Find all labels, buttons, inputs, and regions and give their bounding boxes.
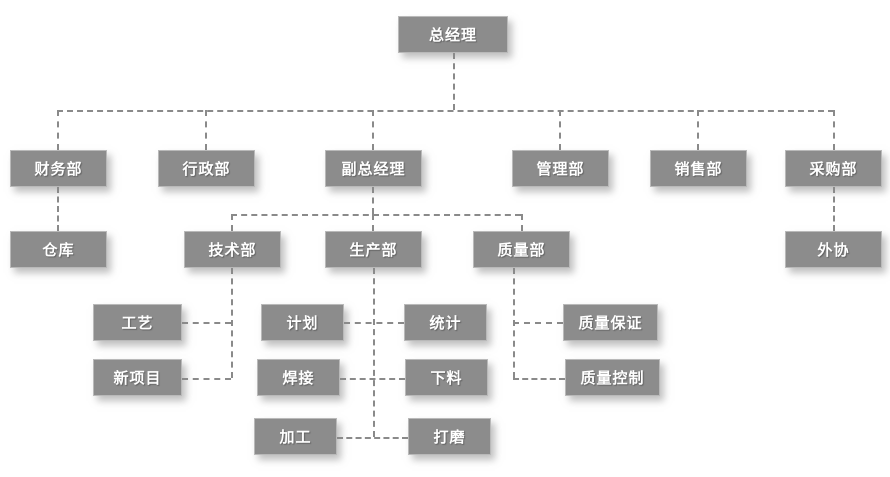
connector-prod-row1 <box>344 322 404 324</box>
org-node-grinding[interactable]: 打磨 <box>408 418 491 455</box>
connector-technical-newproj <box>182 378 231 380</box>
connector-gm-drop <box>453 53 455 110</box>
org-node-purchasing[interactable]: 采购部 <box>785 150 882 187</box>
org-node-outsourcing[interactable]: 外协 <box>785 231 882 268</box>
org-node-gm[interactable]: 总经理 <box>398 16 508 53</box>
connector-drop-management <box>559 110 561 150</box>
org-node-planning[interactable]: 计划 <box>261 304 344 341</box>
org-node-sales[interactable]: 销售部 <box>650 150 747 187</box>
connector-drop-finance <box>57 110 59 150</box>
connector-level1-bus <box>57 110 834 112</box>
org-node-deputy_gm[interactable]: 副总经理 <box>325 150 422 187</box>
org-node-qa[interactable]: 质量保证 <box>563 304 658 341</box>
connector-purchase-outsource <box>833 187 835 231</box>
connector-drop-deputy <box>372 110 374 150</box>
org-node-production[interactable]: 生产部 <box>325 231 422 268</box>
connector-technical-stem <box>231 268 233 378</box>
org-node-technical[interactable]: 技术部 <box>184 231 281 268</box>
org-node-machining[interactable]: 加工 <box>254 418 337 455</box>
connector-prod-row3 <box>337 437 408 439</box>
org-node-management[interactable]: 管理部 <box>512 150 609 187</box>
connector-prod-row2 <box>340 378 405 380</box>
connector-quality-qc <box>513 378 565 380</box>
connector-quality-qa <box>513 322 563 324</box>
org-node-welding[interactable]: 焊接 <box>257 359 340 396</box>
org-node-new_project[interactable]: 新项目 <box>93 359 182 396</box>
connector-technical-process <box>182 322 231 324</box>
connector-drop-admin <box>205 110 207 150</box>
org-node-admin[interactable]: 行政部 <box>158 150 255 187</box>
connector-drop-sales <box>697 110 699 150</box>
connector-drop-technical <box>231 214 233 231</box>
connector-deputy-drop <box>372 187 374 214</box>
org-node-cutting[interactable]: 下料 <box>405 359 488 396</box>
org-node-quality[interactable]: 质量部 <box>473 231 570 268</box>
org-node-finance[interactable]: 财务部 <box>10 150 107 187</box>
org-node-statistics[interactable]: 统计 <box>404 304 487 341</box>
org-node-warehouse[interactable]: 仓库 <box>10 231 107 268</box>
connector-drop-quality <box>521 214 523 231</box>
connector-finance-warehouse <box>57 187 59 231</box>
connector-production-stem <box>373 268 375 437</box>
connector-drop-purchasing <box>833 110 835 150</box>
org-node-process[interactable]: 工艺 <box>93 304 182 341</box>
connector-level2-bus <box>231 214 521 216</box>
org-node-qc[interactable]: 质量控制 <box>565 359 660 396</box>
connector-drop-production <box>372 214 374 231</box>
